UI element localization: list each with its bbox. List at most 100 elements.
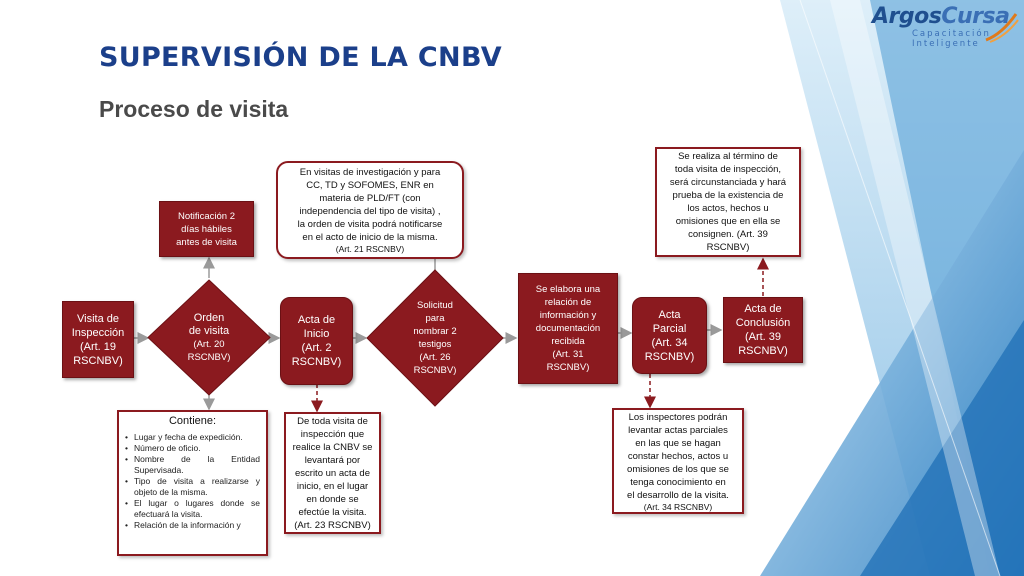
investigacion-line1: En visitas de investigación y para: [299, 167, 441, 178]
solicitud-line1: Solicitud: [417, 300, 453, 311]
notificacion-line1: Notificación 2: [177, 210, 236, 222]
conclusion-note-line2: toda visita de inspección,: [674, 164, 782, 175]
investigacion-line2: CC, TD y SOFOMES, ENR en: [306, 180, 434, 191]
relacion-line2: relación de: [544, 297, 592, 308]
parcial-note-line6: tenga conocimiento en: [630, 476, 726, 488]
parcial-note-line4: constar hechos, actos u: [627, 450, 729, 462]
note-acta-conclusion: Se realiza al término de toda visita de …: [655, 147, 801, 257]
parcial-note-line5: omisiones de los que se: [627, 463, 729, 475]
node-acta-inicio: Acta de Inicio (Art. 2 RSCNBV): [280, 297, 353, 385]
parcial-note-line8: (Art. 34 RSCNBV): [643, 501, 713, 512]
conclusion-note-line6: omisiones que en ella se: [675, 216, 781, 227]
page-subtitle: Proceso de visita: [99, 96, 289, 122]
list-item: Lugar y fecha de expedición.: [125, 432, 260, 443]
conclusion-note-line8: RSCNBV): [706, 242, 750, 253]
parcial-note-line1: Los inspectores podrán: [628, 411, 728, 423]
visita-line2: Inspección: [71, 326, 125, 339]
investigacion-line4: independencia del tipo de visita) ,: [299, 206, 441, 217]
orden-diamond-shape: [147, 279, 271, 396]
solicitud-line6: RSCNBV): [413, 365, 457, 376]
conclusion-note-line5: los actos, hechos u: [687, 203, 769, 214]
note-contiene: Contiene: Lugar y fecha de expedición. N…: [117, 410, 268, 556]
acta-inicio-line3: (Art. 2: [301, 342, 332, 354]
relacion-line7: RSCNBV): [546, 362, 590, 373]
relacion-line3: información y: [539, 310, 597, 321]
orden-line3: (Art. 20: [193, 338, 225, 350]
node-notificacion: Notificación 2 días hábiles antes de vis…: [159, 201, 254, 257]
logo-tagline: Capacitación Inteligente: [912, 29, 991, 49]
conclusion-note-line4: prueba de la existencia de: [672, 190, 784, 201]
acta-inicio-note-line9: (Art. 23 RSCNBV): [294, 519, 371, 531]
acta-inicio-note-line1: De toda visita de: [297, 415, 368, 427]
relacion-line1: Se elabora una: [535, 284, 601, 295]
node-acta-parcial: Acta Parcial (Art. 34 RSCNBV): [632, 297, 707, 374]
acta-inicio-note-line4: levantará por: [304, 454, 361, 466]
argoscursa-logo: ArgosCursa Capacitación Inteligente: [872, 4, 1020, 52]
investigacion-line5: la orden de visita podrá notificarse: [297, 219, 443, 230]
parcial-note-line7: el desarrollo de la visita.: [627, 489, 729, 501]
solicitud-line3: nombrar 2: [413, 326, 457, 337]
solicitud-line4: testigos: [418, 339, 452, 350]
logo-wordmark: ArgosCursa: [872, 4, 1010, 29]
contiene-list: Lugar y fecha de expedición. Número de o…: [125, 432, 260, 531]
acta-parcial-line2: Parcial: [652, 322, 687, 335]
note-visitas-investigacion: En visitas de investigación y para CC, T…: [276, 161, 464, 259]
parcial-note-line3: en las que se hagan: [635, 437, 721, 449]
solicitud-diamond-shape: [366, 269, 504, 407]
acta-inicio-note-line8: efectúe la visita.: [298, 506, 367, 518]
relacion-line6: (Art. 31: [552, 349, 584, 360]
acta-conclusion-line3: (Art. 39: [744, 331, 782, 343]
list-item: El lugar o lugares donde se efectuará la…: [125, 498, 260, 520]
visita-line1: Visita de: [77, 312, 119, 325]
acta-inicio-note-line3: realice la CNBV se: [292, 441, 373, 453]
acta-inicio-note-line2: inspección que: [300, 428, 365, 440]
page-title: SUPERVISIÓN DE LA CNBV: [99, 42, 502, 73]
acta-conclusion-line4: RSCNBV): [738, 345, 788, 357]
conclusion-note-line3: será circunstanciada y hará: [669, 177, 787, 188]
notificacion-line3: antes de visita: [176, 236, 237, 248]
acta-parcial-line4: RSCNBV): [644, 350, 695, 363]
solicitud-line2: para: [425, 313, 445, 324]
contiene-title: Contiene:: [168, 415, 217, 427]
list-item: Relación de la información y: [125, 520, 260, 531]
acta-conclusion-line1: Acta de: [744, 303, 782, 315]
list-item: Número de oficio.: [125, 443, 260, 454]
conclusion-note-line1: Se realiza al término de: [678, 151, 778, 162]
solicitud-line5: (Art. 26: [419, 352, 451, 363]
acta-inicio-line4: RSCNBV): [291, 356, 342, 368]
relacion-line5: recibida: [551, 336, 585, 347]
logo-swoosh-icon: [985, 13, 1019, 43]
node-solicitud-testigos: Solicitud para nombrar 2 testigos (Art. …: [366, 269, 504, 407]
orden-line4: RSCNBV): [187, 351, 231, 363]
acta-inicio-line2: Inicio: [303, 328, 330, 340]
logo-name-part1: Argos: [872, 4, 942, 29]
investigacion-line3: materia de PLD/FT (con: [319, 193, 421, 204]
logo-tagline-line1: Capacitación: [912, 29, 991, 39]
note-acta-inicio: De toda visita de inspección que realice…: [284, 412, 381, 534]
note-actas-parciales: Los inspectores podrán levantar actas pa…: [612, 408, 744, 514]
orden-line1: Orden: [193, 311, 225, 324]
list-item: Nombre de la Entidad Supervisada.: [125, 454, 260, 476]
relacion-line4: documentación: [535, 323, 601, 334]
acta-parcial-line1: Acta: [658, 308, 681, 321]
node-acta-conclusion: Acta de Conclusión (Art. 39 RSCNBV): [723, 297, 803, 363]
acta-conclusion-line2: Conclusión: [735, 317, 791, 329]
acta-parcial-line3: (Art. 34: [651, 336, 688, 349]
notificacion-line2: días hábiles: [181, 223, 232, 235]
conclusion-note-line7: consignen. (Art. 39: [688, 229, 768, 240]
acta-inicio-note-line6: inicio, en el lugar: [296, 480, 369, 492]
visita-line4: RSCNBV): [73, 354, 123, 367]
investigacion-line6: en el acto de inicio de la misma.: [302, 232, 438, 243]
node-relacion-informacion: Se elabora una relación de información y…: [518, 273, 618, 384]
acta-inicio-note-line5: escrito un acta de: [295, 467, 370, 479]
logo-name-part2: Cursa: [941, 4, 1010, 29]
orden-line2: de visita: [188, 324, 230, 337]
parcial-note-line2: levantar actas parciales: [628, 424, 728, 436]
acta-inicio-line1: Acta de: [297, 314, 336, 326]
investigacion-line7: (Art. 21 RSCNBV): [335, 244, 405, 254]
visita-line3: (Art. 19: [79, 340, 117, 353]
node-orden-visita: Orden de visita (Art. 20 RSCNBV): [147, 279, 271, 396]
list-item: Tipo de visita a realizarse y objeto de …: [125, 476, 260, 498]
